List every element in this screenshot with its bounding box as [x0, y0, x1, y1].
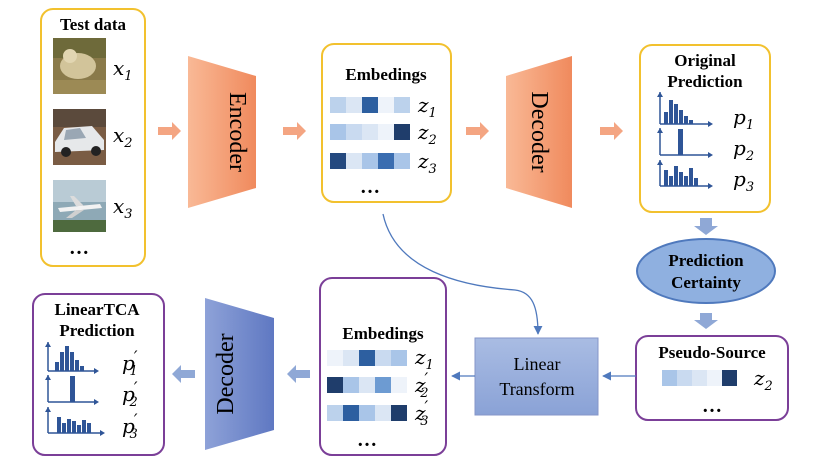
encoder-label: Encoder: [224, 92, 250, 172]
arrow-prediction-to-certainty: [694, 218, 718, 235]
embedding-row-z3-bottom: [327, 405, 407, 421]
embedding-row-z3: [330, 153, 410, 169]
linear-transform-line-1: Linear: [514, 354, 561, 374]
x1-label: x1: [113, 56, 133, 84]
z2-label: z2: [417, 120, 437, 148]
certainty-line-1: Prediction: [668, 251, 744, 270]
arrow-decoder-to-lineartca: [172, 365, 195, 383]
x2-label: x2: [113, 123, 133, 151]
embeddings-bottom-title: Embedings: [342, 324, 424, 343]
z3-prime-label: z′3: [414, 397, 429, 429]
test-image-car: [53, 109, 106, 165]
lineartca-title-1: LinearTCA: [55, 300, 141, 319]
test-image-plane: [53, 180, 106, 232]
encoder-block: Encoder: [188, 56, 256, 208]
original-prediction-title-2: Prediction: [667, 72, 743, 91]
decoder-bottom-label: Decoder: [213, 333, 239, 414]
p1-label: p1: [733, 105, 754, 133]
linear-transform-line-2: Transform: [499, 379, 574, 399]
z3-label: z3: [417, 149, 437, 177]
connector-embeddings-to-linear: [382, 213, 543, 335]
histogram-p1: [657, 92, 713, 127]
embeddings-top-panel: Embedings z1 z2 z3 …: [321, 43, 452, 203]
pseudo-source-panel: Pseudo-Source z2 …: [635, 335, 789, 421]
lineartca-title-2: Prediction: [59, 321, 135, 340]
original-prediction-panel: Original Prediction: [639, 44, 771, 213]
test-image-dog: [53, 38, 106, 94]
original-prediction-title-1: Original: [674, 51, 736, 70]
arrow-encoder-to-embeddings: [283, 122, 306, 140]
certainty-line-2: Certainty: [671, 273, 741, 292]
embedding-row-z1: [330, 97, 410, 113]
histogram-p3-prime: [45, 407, 105, 436]
decoder-bottom-block: Decoder: [205, 298, 274, 450]
lineartca-prediction-panel: LinearTCA Prediction: [32, 293, 165, 456]
p3-label: p3: [733, 167, 754, 195]
histogram-p2-prime: [45, 375, 99, 405]
z1-label: z1: [417, 93, 437, 121]
arrow-decoder-to-prediction: [600, 122, 623, 140]
histogram-p2: [657, 128, 713, 158]
embedding-row-z1-bottom: [327, 350, 407, 366]
pseudo-z2-label: z2: [753, 366, 773, 394]
p2-prime-label: p′2: [122, 378, 138, 410]
arrow-embeddings-to-decoder: [466, 122, 489, 140]
embedding-row-z2: [330, 124, 410, 140]
pseudo-source-embedding: [662, 370, 737, 386]
arrow-certainty-to-pseudo: [694, 313, 718, 329]
linear-transform-block: Linear Transform: [474, 337, 599, 416]
p3-prime-label: p′3: [122, 410, 138, 442]
decoder-top-block: Decoder: [506, 56, 572, 208]
embeddings-bottom-ellipsis: …: [357, 429, 377, 451]
arrow-embeddings-to-decoder-bottom: [287, 365, 310, 383]
x3-label: x3: [113, 194, 133, 222]
histogram-p1-prime: [45, 342, 99, 374]
z2-prime-label: z′2: [414, 369, 429, 401]
p1-prime-label: p′1: [122, 347, 138, 379]
arrow-data-to-encoder: [158, 122, 181, 140]
embedding-row-z2-bottom: [327, 377, 407, 393]
test-data-title: Test data: [60, 15, 126, 34]
test-data-ellipsis: …: [69, 237, 89, 259]
pseudo-source-title: Pseudo-Source: [658, 343, 766, 362]
p2-label: p2: [733, 136, 754, 164]
decoder-top-label: Decoder: [526, 91, 552, 172]
embeddings-bottom-panel: Embedings z1 z′2 z′3 …: [319, 277, 447, 456]
histogram-p3: [657, 160, 713, 189]
z1-bottom-label: z1: [414, 345, 434, 373]
pseudo-source-ellipsis: …: [702, 395, 722, 417]
embeddings-top-title: Embedings: [345, 65, 427, 84]
prediction-certainty-node: Prediction Certainty: [636, 238, 776, 304]
test-data-panel: Test data x1 x2 x3 …: [40, 8, 146, 267]
embeddings-top-ellipsis: …: [360, 176, 380, 198]
